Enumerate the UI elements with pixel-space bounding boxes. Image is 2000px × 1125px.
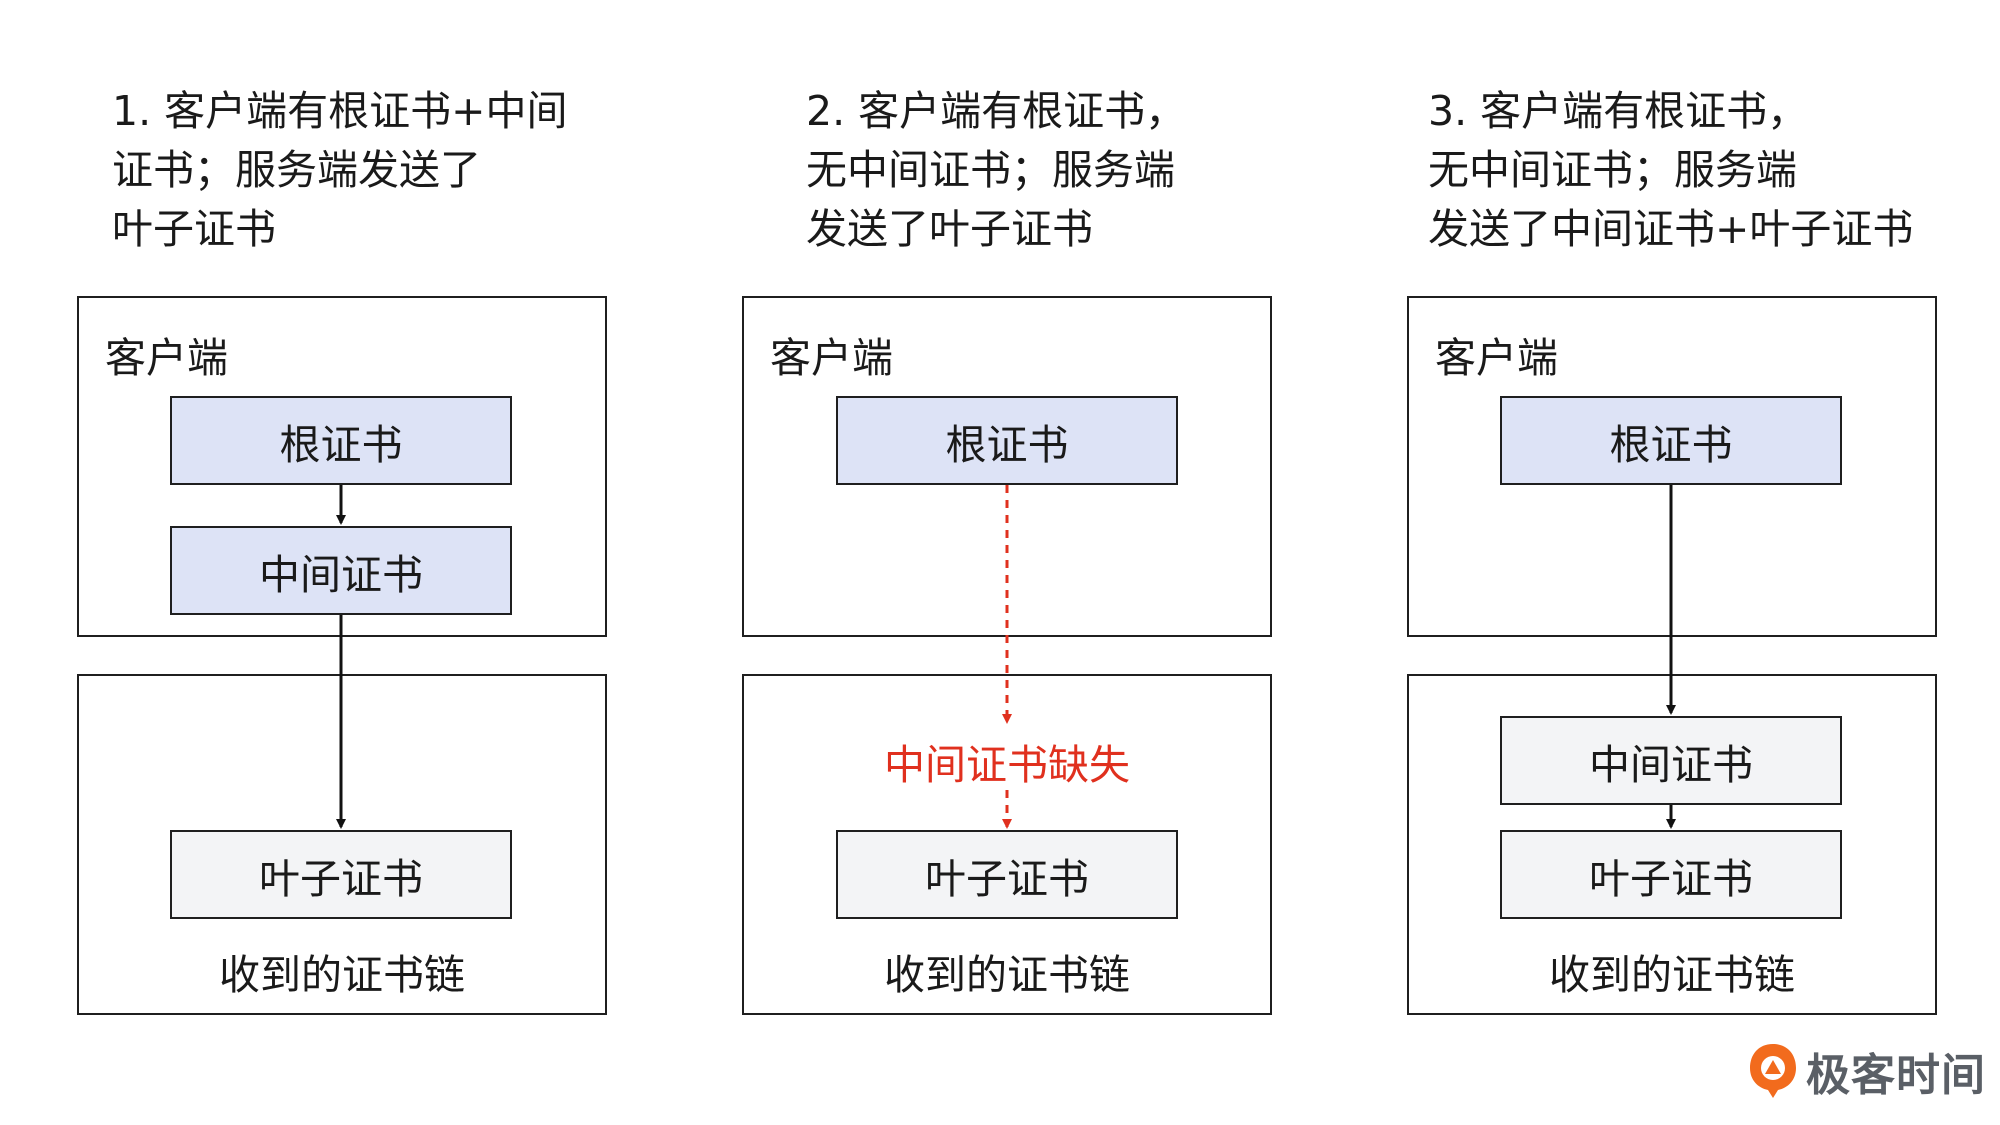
client-label: 客户端 — [770, 334, 893, 382]
scenario-1-root-cert: 根证书 — [170, 396, 512, 485]
scenario-2-missing-intermediate: 中间证书缺失 — [884, 741, 1130, 789]
client-label: 客户端 — [105, 334, 228, 382]
logo-text: 极客时间 — [1806, 1050, 1986, 1101]
scenario-1-leaf-cert: 叶子证书 — [170, 830, 512, 919]
received-chain-caption: 收到的证书链 — [1549, 951, 1795, 999]
brand-logo: 极客时间 — [1746, 1039, 1986, 1103]
scenario-3-title: 3. 客户端有根证书， 无中间证书；服务端 发送了中间证书+叶子证书 — [1428, 87, 1914, 253]
scenario-1-title: 1. 客户端有根证书+中间 证书；服务端发送了 叶子证书 — [112, 87, 568, 253]
scenario-2-root-cert: 根证书 — [836, 396, 1178, 485]
received-chain-caption: 收到的证书链 — [884, 951, 1130, 999]
geektime-logo-icon — [1750, 1044, 1796, 1098]
scenario-3-root-cert: 根证书 — [1500, 396, 1842, 485]
scenario-2-leaf-cert: 叶子证书 — [836, 830, 1178, 919]
scenario-3-leaf-cert: 叶子证书 — [1500, 830, 1842, 919]
scenario-3-intermediate-cert: 中间证书 — [1500, 716, 1842, 805]
received-chain-caption: 收到的证书链 — [219, 951, 465, 999]
scenario-2-title: 2. 客户端有根证书， 无中间证书；服务端 发送了叶子证书 — [806, 87, 1187, 253]
client-label: 客户端 — [1435, 334, 1558, 382]
scenario-1-intermediate-cert: 中间证书 — [170, 526, 512, 615]
